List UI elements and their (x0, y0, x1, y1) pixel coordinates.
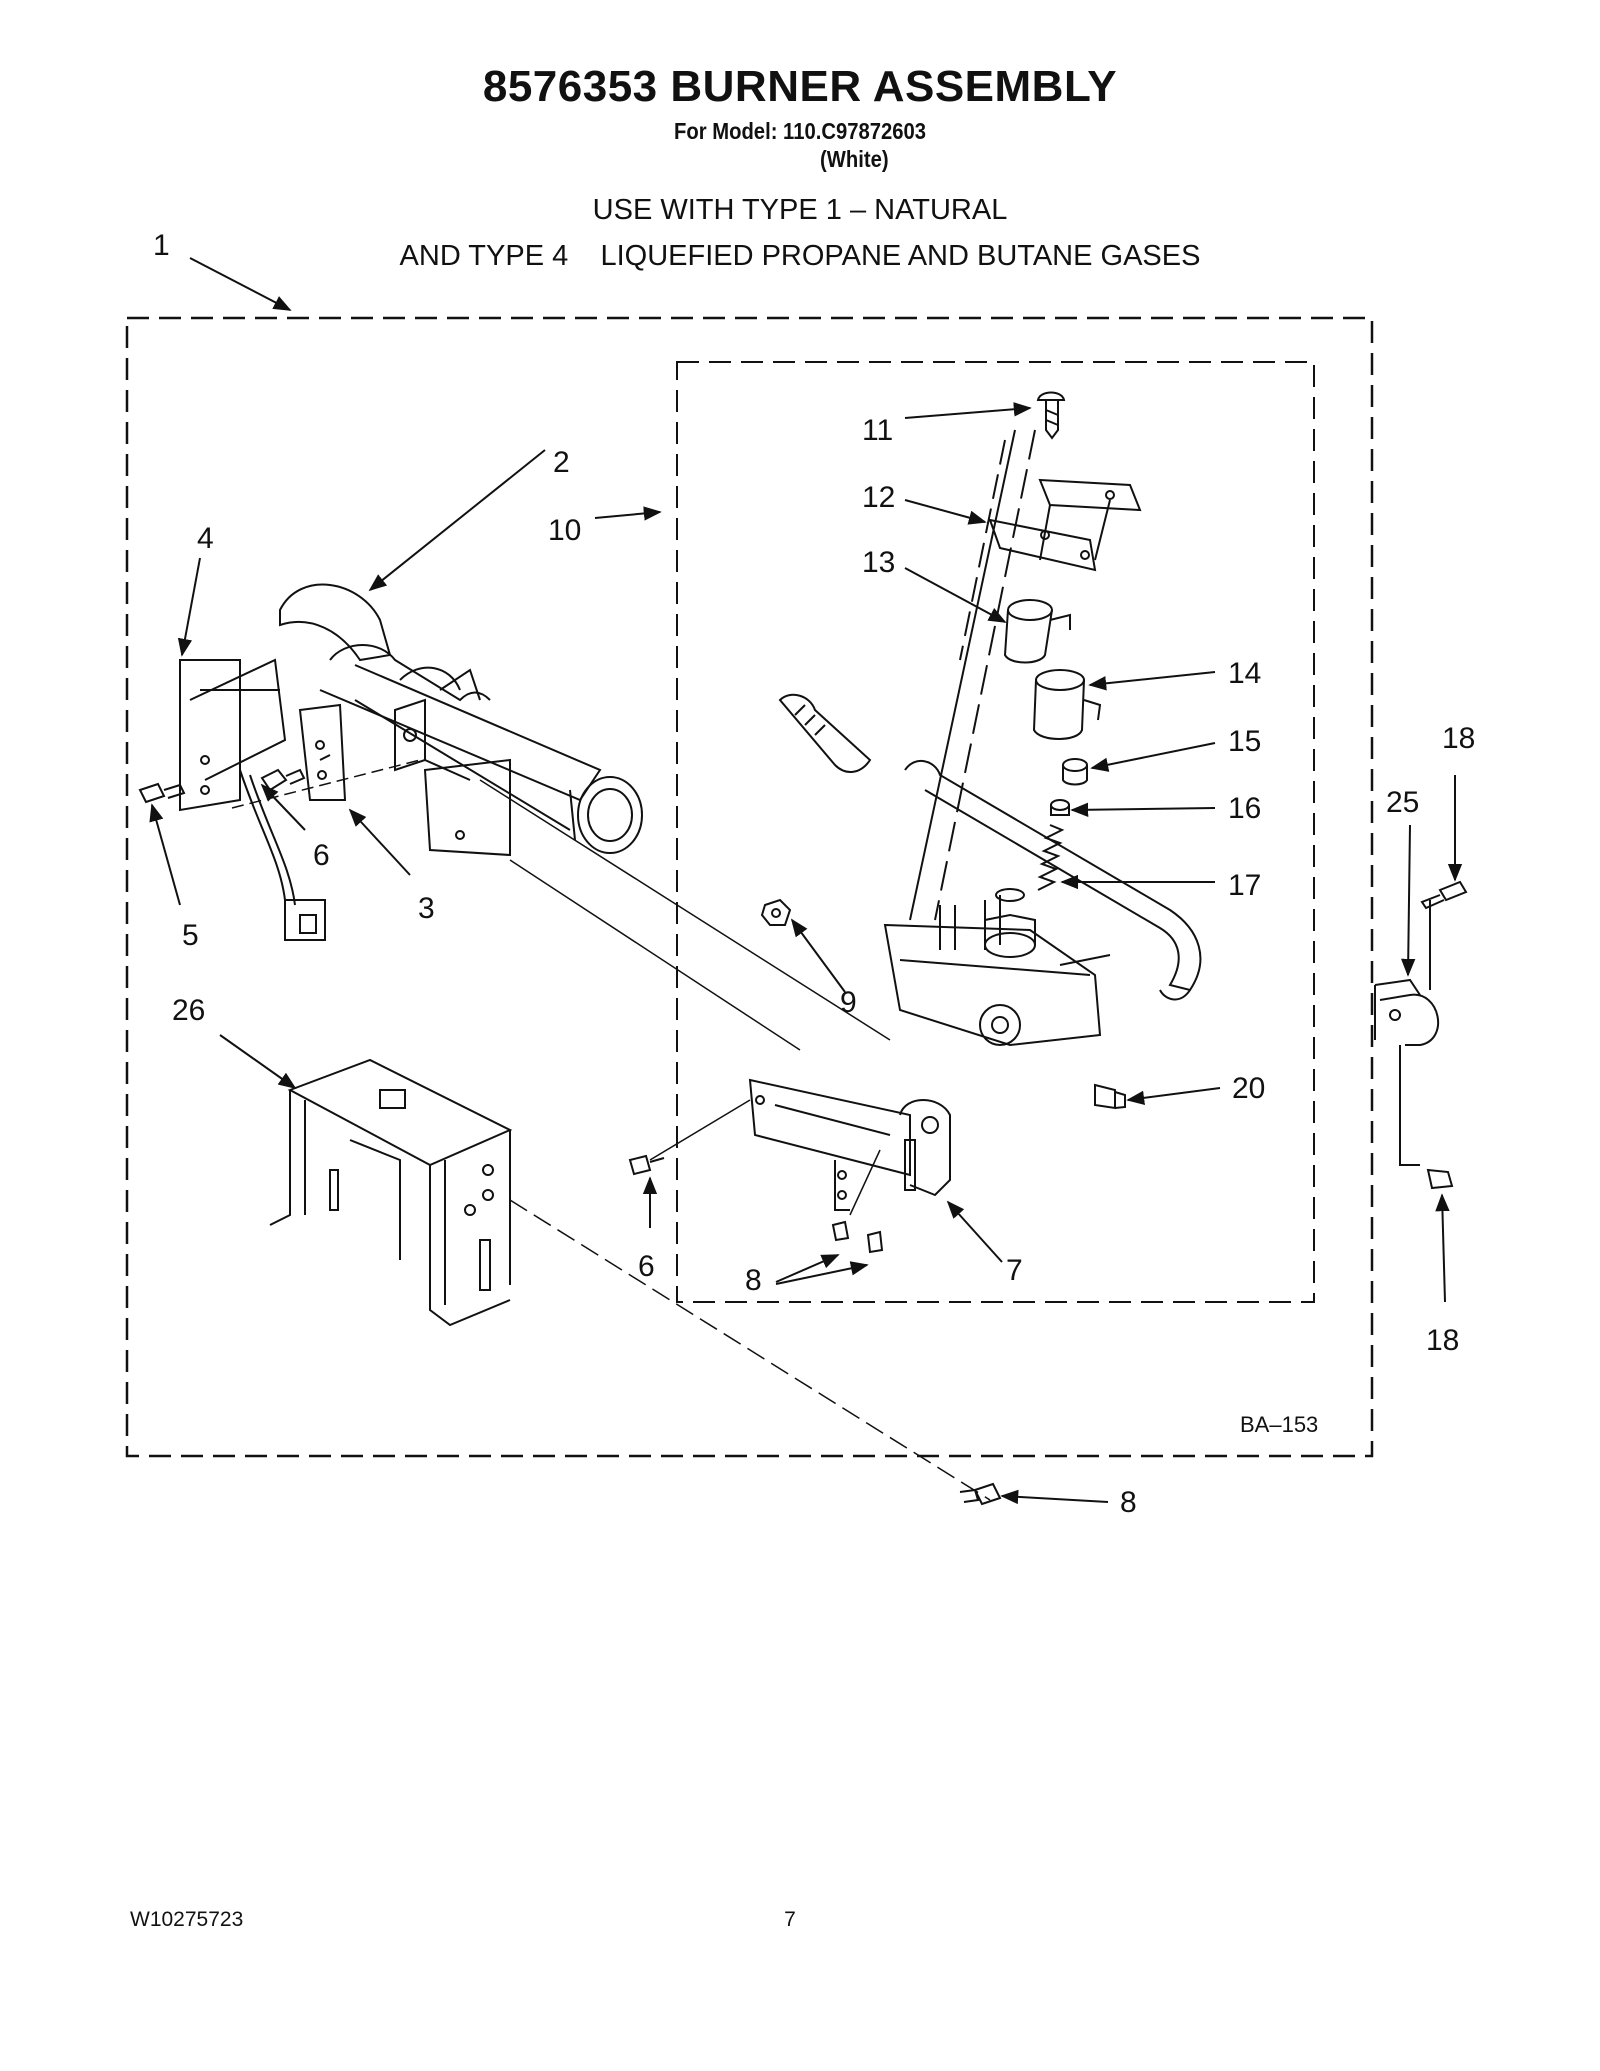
screw-6-left-part (260, 768, 306, 792)
tube-support-plate (423, 758, 511, 857)
igniter-bracket-part (179, 658, 287, 812)
igniter-wire-harness (239, 769, 326, 941)
mounting-bracket-part (269, 1058, 513, 1327)
valve-subassembly-boundary (676, 361, 1315, 1303)
screw-18-bottom-part (1426, 1168, 1454, 1190)
coil-14-part (1032, 669, 1102, 740)
callout-1: 1 (153, 229, 170, 262)
page-number: 7 (784, 1908, 796, 1931)
callout-6-left: 6 (313, 839, 330, 872)
gas-type-line-1: USE WITH TYPE 1 – NATURAL (592, 194, 1008, 226)
screw-8-valve-parts (831, 1220, 884, 1254)
document-number: W10275723 (130, 1908, 244, 1931)
valve-column (909, 429, 1036, 921)
screw-5-part (138, 782, 186, 804)
callout-8-bottom: 8 (1120, 1486, 1137, 1519)
coil-13-part (1003, 599, 1071, 664)
callout-16: 16 (1228, 792, 1261, 825)
clamp-25-part (1374, 900, 1439, 1166)
model-number: For Model: 110.C97872603 (673, 118, 927, 144)
gas-type-line-2: AND TYPE 4 LIQUEFIED PROPANE AND BUTANE … (399, 240, 1201, 272)
callout-9: 9 (840, 986, 857, 1019)
callout-26: 26 (172, 994, 205, 1027)
manifold-pipe (778, 693, 1202, 1001)
page-title: 8576353 BURNER ASSEMBLY (482, 62, 1118, 111)
callout-8-valve: 8 (745, 1264, 762, 1297)
assembly-boundary (125, 316, 1374, 1458)
screw-18-top-part (1420, 880, 1468, 910)
callout-7: 7 (1006, 1254, 1023, 1287)
callout-25: 25 (1386, 786, 1419, 819)
screw-8-bottom-part (959, 1482, 1002, 1506)
screw-11-part (1036, 391, 1066, 440)
coil-bracket-part (988, 478, 1142, 572)
diagram-code: BA–153 (1240, 1412, 1318, 1437)
callout-3: 3 (418, 892, 435, 925)
valve-bracket-part (748, 1078, 951, 1211)
callout-10: 10 (548, 514, 581, 547)
callout-13: 13 (862, 546, 895, 579)
screw-6-lower-part (628, 1154, 665, 1176)
burner-tube-part (279, 583, 643, 854)
callout-4: 4 (197, 522, 214, 555)
callout-14: 14 (1228, 657, 1261, 690)
gas-valve-part (883, 888, 1111, 1047)
plug-15-part (1062, 758, 1088, 786)
callout-2: 2 (553, 446, 570, 479)
callout-11: 11 (862, 414, 893, 447)
callout-18-bottom: 18 (1426, 1324, 1459, 1357)
callout-6-lower: 6 (638, 1250, 655, 1283)
spring-17-part (1037, 824, 1065, 891)
callout-18-top: 18 (1442, 722, 1475, 755)
callout-17: 17 (1228, 869, 1261, 902)
sensor-bracket (394, 698, 471, 781)
cap-16-part (1050, 799, 1070, 816)
callout-15: 15 (1228, 725, 1261, 758)
model-color: (White) (820, 146, 889, 172)
callout-5: 5 (182, 919, 199, 952)
orifice-9-part (760, 898, 792, 926)
burner-bracket-part (298, 703, 347, 801)
fitting-20-part (1094, 1083, 1126, 1110)
callout-20: 20 (1232, 1072, 1265, 1105)
callout-12: 12 (862, 481, 895, 514)
